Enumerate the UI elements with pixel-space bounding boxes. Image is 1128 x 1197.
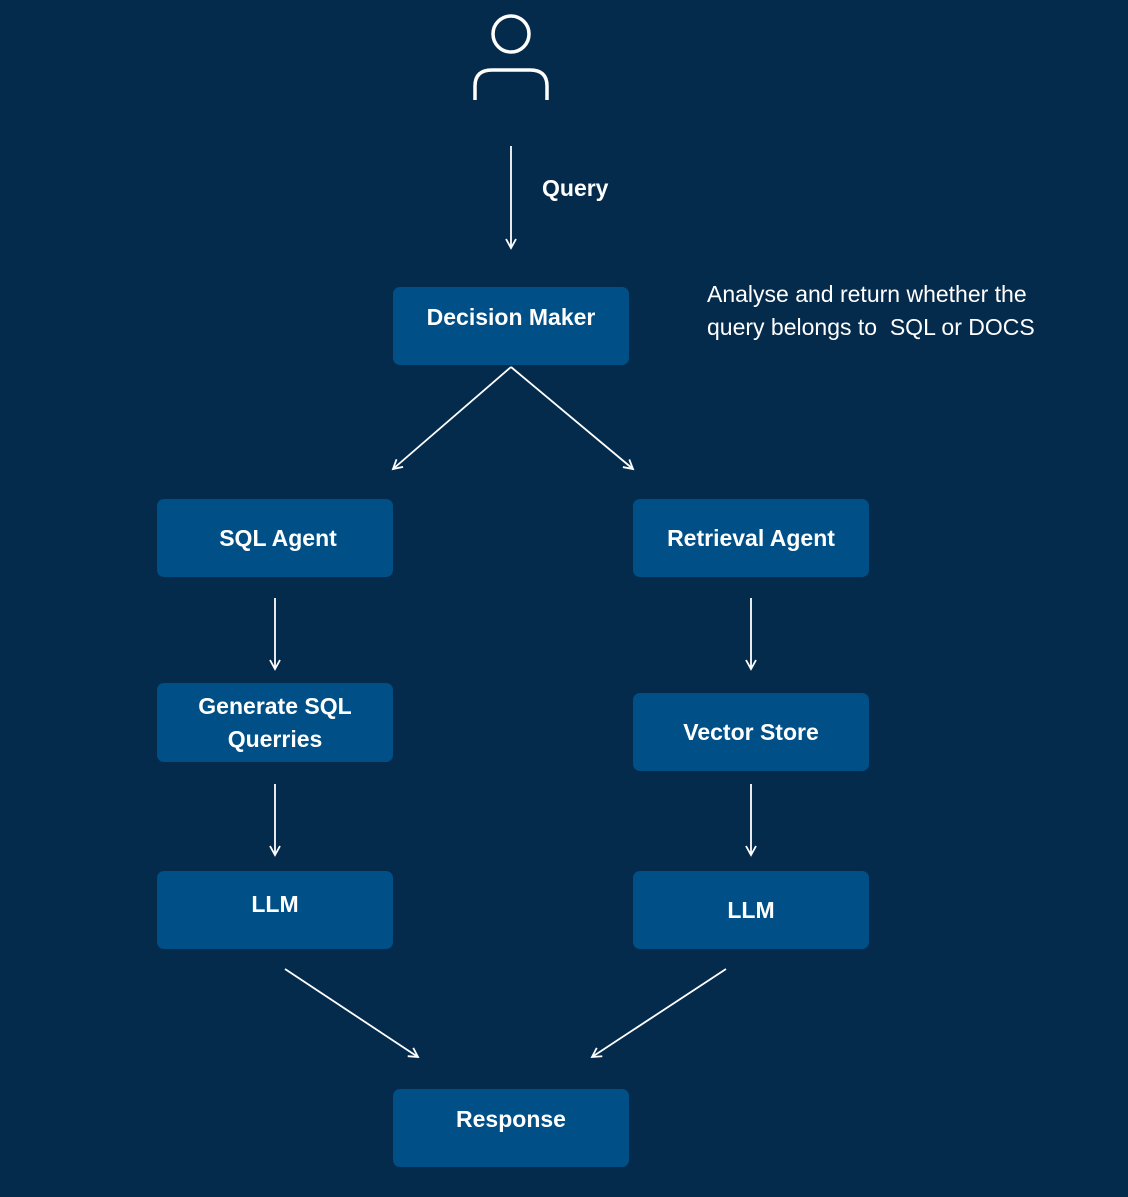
arrow-llm-right-to-response	[590, 968, 727, 1059]
response-node: Response	[393, 1089, 629, 1167]
user-icon	[473, 14, 549, 100]
decision-note: Analyse and return whether the query bel…	[707, 281, 1035, 340]
generate-sql-node: Generate SQL Querries	[157, 683, 393, 762]
llm-right-node: LLM	[633, 871, 869, 949]
arrow-llm-left-to-response	[284, 968, 420, 1059]
arrow-decision-to-retrieval-agent	[510, 366, 635, 471]
retrieval-agent-node: Retrieval Agent	[633, 499, 869, 577]
arrow-decision-to-sql-agent	[391, 366, 512, 471]
vector-store-node: Vector Store	[633, 693, 869, 771]
sql-agent-node: SQL Agent	[157, 499, 393, 577]
decision-maker-node: Decision Maker	[393, 287, 629, 365]
query-label: Query	[542, 175, 609, 201]
llm-left-node: LLM	[157, 871, 393, 949]
